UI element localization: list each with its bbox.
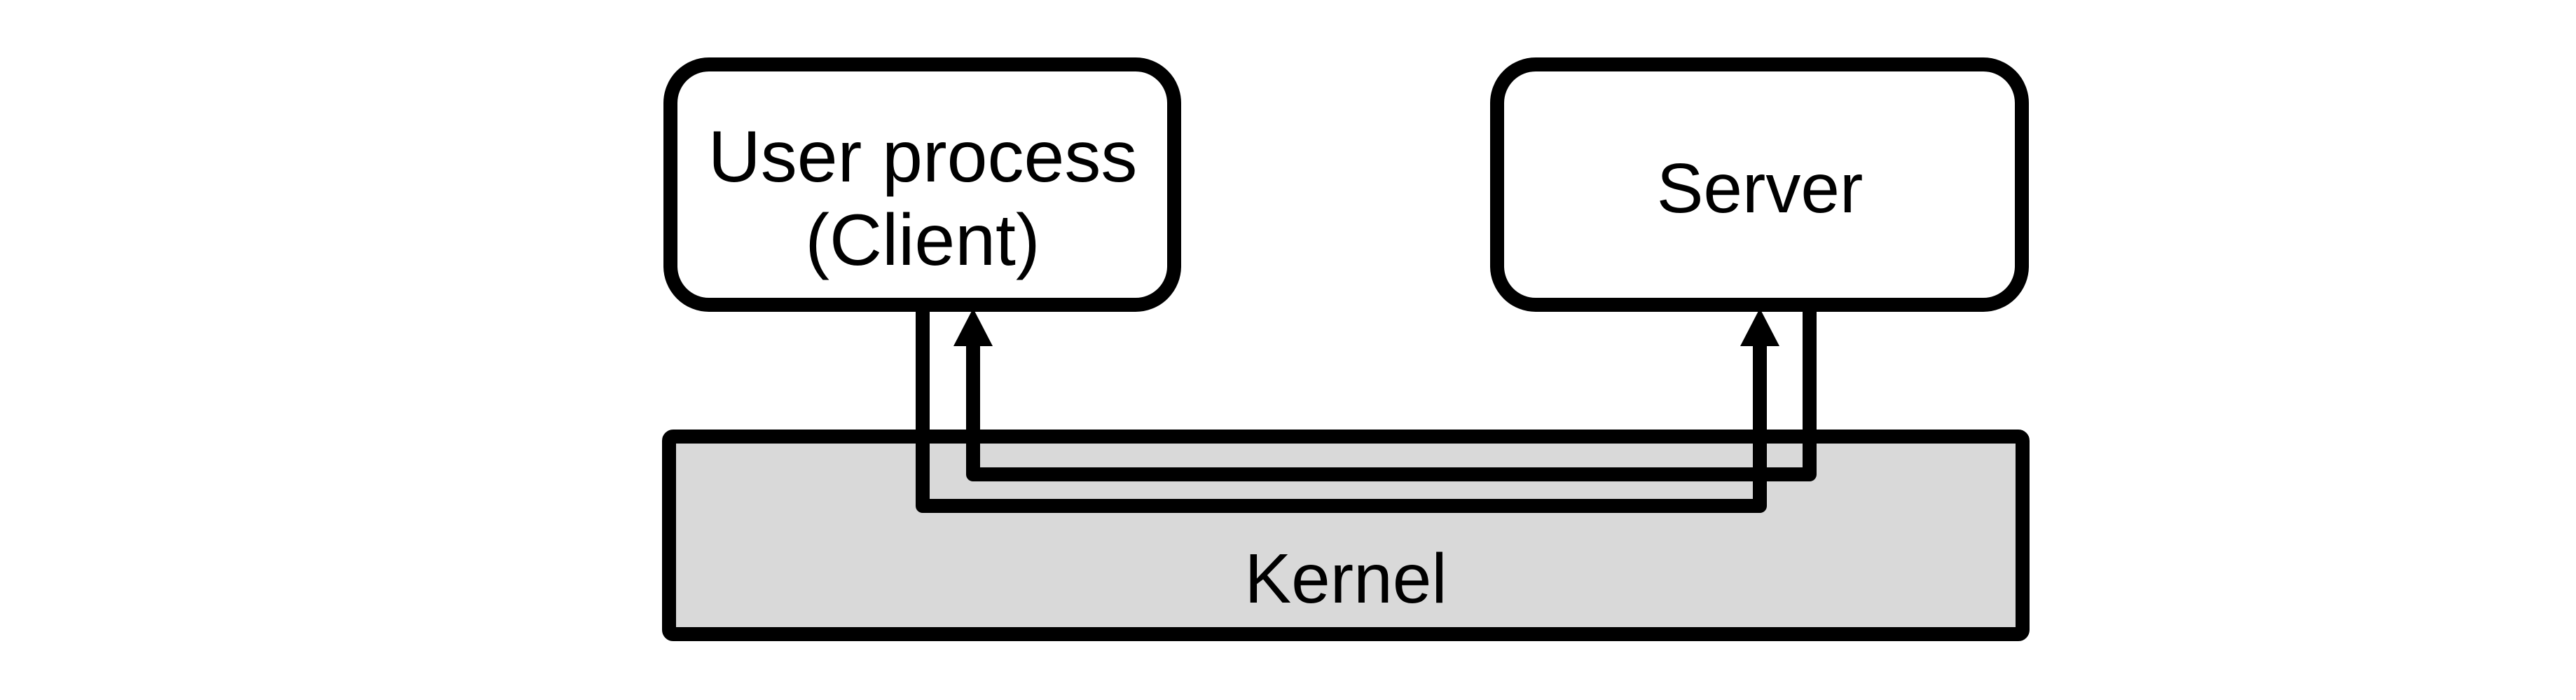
server-to-client-line	[966, 308, 1817, 481]
kernel-label: Kernel	[1244, 540, 1447, 618]
client-node: User process (Client)	[663, 57, 1181, 312]
edge-server-to-client	[953, 308, 1817, 481]
client-box	[663, 57, 1181, 312]
kernel-box	[662, 430, 2030, 641]
server-label: Server	[1657, 149, 1864, 228]
server-node: Server	[1490, 57, 2029, 312]
arrow-up-icon	[1740, 308, 1779, 346]
edge-client-to-server	[916, 308, 1779, 513]
kernel-node: Kernel	[662, 430, 2030, 641]
client-to-server-line	[916, 308, 1767, 513]
client-label-line2: (Client)	[805, 200, 1040, 281]
arrow-up-icon	[953, 308, 993, 346]
server-box	[1490, 57, 2029, 312]
client-label-line1: User process	[708, 116, 1138, 198]
